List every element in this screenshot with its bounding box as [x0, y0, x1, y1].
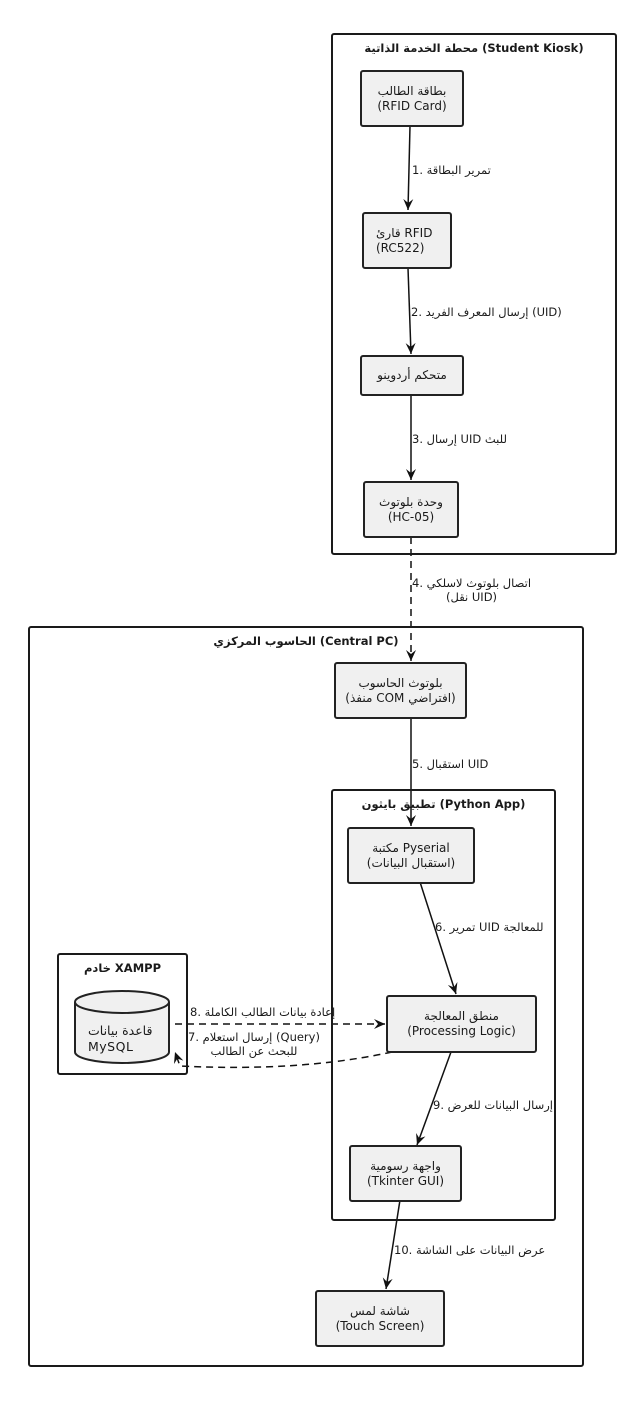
- cluster-student-kiosk: محطة الخدمة الذاتية (Student Kiosk): [331, 33, 617, 555]
- node-rfid-reader[interactable]: قارئ RFID (RC522): [362, 212, 452, 269]
- node-label-arabic: واجهة رسومية: [370, 1158, 441, 1173]
- edge-2-arrow: [405, 267, 416, 355]
- edge-label-1: 1. تمرير البطاقة: [412, 163, 491, 177]
- node-label-arabic: قارئ RFID: [376, 225, 433, 240]
- node-label-english: (منفذ COM افتراضي): [345, 690, 456, 705]
- node-label-arabic: بلوتوث الحاسوب: [358, 675, 443, 690]
- edge-6-arrow: [419, 881, 458, 995]
- node-label-english: (Processing Logic): [407, 1024, 516, 1038]
- edge-label-7-line2: للبحث عن الطالب: [210, 1044, 298, 1058]
- edge-label-3: 3. إرسال UID للبث: [412, 432, 507, 446]
- edge-label-4: 4. اتصال بلوتوث لاسلكي (نقل UID): [412, 576, 531, 604]
- node-label-english: (استقبال البيانات): [366, 855, 456, 870]
- node-mysql-database[interactable]: [73, 990, 173, 1066]
- node-tkinter-gui[interactable]: واجهة رسومية (Tkinter GUI): [349, 1145, 462, 1202]
- node-label-arabic: بطاقة الطالب: [377, 83, 447, 98]
- cluster-xampp: خادم XAMPP: [57, 953, 188, 1075]
- cluster-title: خادم XAMPP: [83, 961, 161, 975]
- cluster-title: تطبيق بايثون (Python App): [361, 797, 526, 811]
- cluster-title: الحاسوب المركزي (Central PC): [213, 634, 399, 648]
- node-label-english: (Touch Screen): [335, 1318, 425, 1333]
- cluster-python-app: تطبيق بايثون (Python App): [331, 789, 556, 1221]
- node-hc05-bluetooth[interactable]: وحدة بلوتوث (HC-05): [363, 481, 459, 538]
- node-label-english: (HC-05): [387, 509, 435, 524]
- node-label-english: (Tkinter GUI): [366, 1173, 445, 1188]
- node-arduino[interactable]: متحكم أردوينو: [360, 355, 464, 396]
- edge-label-7: 7. إرسال استعلام (Query) للبحث عن الطالب: [188, 1030, 320, 1058]
- node-label-arabic: متحكم أردوينو: [377, 368, 447, 382]
- edge-label-7-line1: 7. إرسال استعلام (Query): [188, 1030, 320, 1044]
- edge-label-5: 5. استقبال UID: [412, 757, 489, 771]
- edge-label-2: 2. إرسال المعرف الفريد (UID): [411, 305, 562, 319]
- edge-label-9: 9. إرسال البيانات للعرض: [433, 1098, 553, 1112]
- edge-label-8: 8. إعادة بيانات الطالب الكاملة: [190, 1005, 336, 1019]
- cluster-central-pc: الحاسوب المركزي (Central PC): [28, 626, 584, 1367]
- edge-1-arrow: [403, 125, 414, 211]
- node-label-english: (RFID Card): [377, 98, 447, 113]
- node-rfid-card[interactable]: بطاقة الطالب (RFID Card): [360, 70, 464, 127]
- edge-9-arrow: [416, 1051, 452, 1146]
- node-pyserial[interactable]: مكتبة Pyserial (استقبال البيانات): [347, 827, 475, 884]
- node-label-english: (RC522): [376, 240, 425, 255]
- edge-label-4-line2: (نقل UID): [446, 590, 498, 604]
- node-label-arabic: شاشة لمس: [350, 1303, 410, 1318]
- edge-10-arrow: [382, 1199, 401, 1290]
- edge-label-10: 10. عرض البيانات على الشاشة: [394, 1243, 546, 1257]
- cluster-title: محطة الخدمة الذاتية (Student Kiosk): [364, 41, 584, 55]
- edge-label-4-line1: 4. اتصال بلوتوث لاسلكي: [412, 576, 532, 590]
- node-touch-screen[interactable]: شاشة لمس (Touch Screen): [315, 1290, 445, 1347]
- node-label-arabic: قاعدة بيانات: [88, 1023, 153, 1038]
- node-processing-logic[interactable]: منطق المعالجة (Processing Logic): [386, 995, 537, 1053]
- edge-label-6: 6. تمرير UID للمعالجة: [435, 920, 544, 934]
- node-pc-bluetooth[interactable]: بلوتوث الحاسوب (منفذ COM افتراضي): [334, 662, 467, 719]
- edge-7-arrow: [173, 1051, 393, 1069]
- node-label-arabic: مكتبة Pyserial: [372, 840, 450, 855]
- node-label-arabic: منطق المعالجة: [424, 1009, 499, 1023]
- node-label-arabic: وحدة بلوتوث: [379, 494, 443, 509]
- node-label-english: MySQL: [88, 1039, 134, 1054]
